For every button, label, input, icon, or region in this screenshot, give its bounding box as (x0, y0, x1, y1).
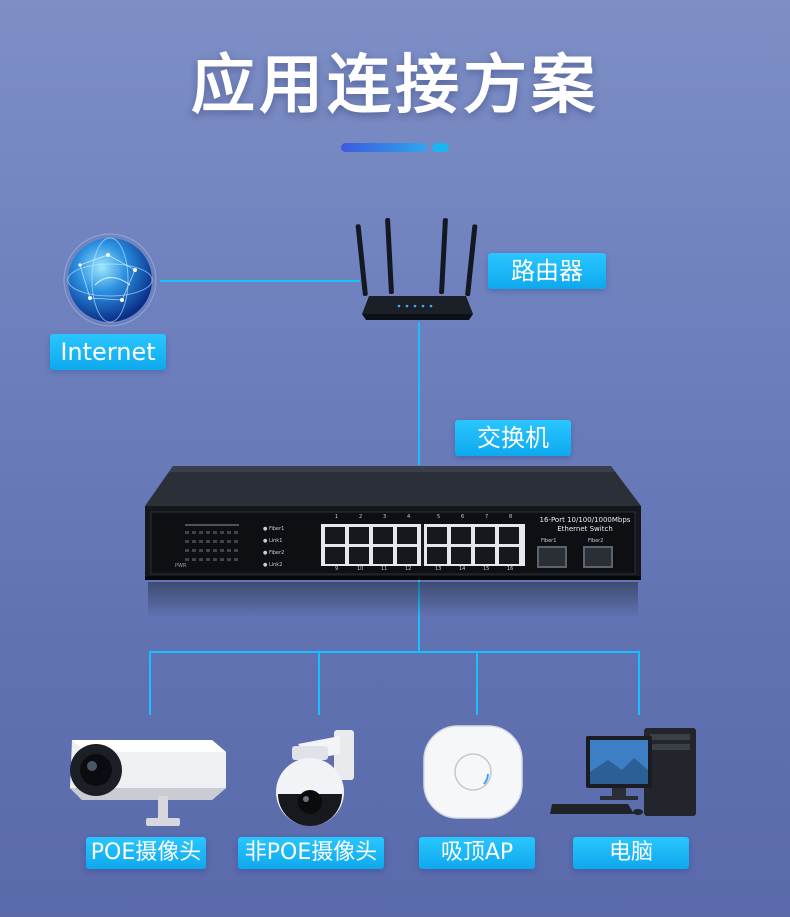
title-underline-bar (341, 143, 427, 152)
sfp-label-fiber2: Fiber2 (588, 538, 604, 544)
led-fiber1: ● Fiber1 (263, 526, 285, 532)
router-icon (355, 218, 478, 320)
ptz-camera-icon (276, 730, 354, 826)
link-drop-poe-camera (149, 651, 151, 715)
link-bus-horizontal (150, 651, 640, 653)
ceiling-ap-icon (423, 725, 523, 819)
router-label: 路由器 (488, 253, 606, 289)
link-router-switch (418, 322, 420, 465)
title-underline-dot (432, 143, 449, 152)
sfp-port-1 (537, 546, 567, 568)
desktop-pc-icon (550, 728, 696, 816)
link-switch-bus (418, 580, 420, 652)
page-title: 应用连接方案 (191, 49, 599, 123)
link-drop-pc (638, 651, 640, 715)
pwr-label: PWR (175, 563, 187, 569)
sfp-port-2 (583, 546, 613, 568)
sfp-label-fiber1: Fiber1 (541, 538, 557, 544)
led-link1: ● Link1 (263, 538, 283, 544)
internet-globe-icon (63, 233, 157, 327)
device-label-poe-camera: POE摄像头 (86, 837, 206, 869)
switch-model-text: 16-Port 10/100/1000Mbps Ethernet Switch (539, 516, 631, 533)
device-label-ap: 吸顶AP (419, 837, 535, 869)
led-fiber2: ● Fiber2 (263, 550, 285, 556)
device-label-pc: 电脑 (573, 837, 689, 869)
link-drop-ap (476, 651, 478, 715)
switch-device: PWR ● Fiber1 ● Link1 ● Fiber2 ● Link2 1 … (145, 466, 641, 582)
switch-reflection (148, 582, 638, 618)
rj45-port-block (321, 524, 525, 566)
link-internet-router (160, 280, 360, 282)
internet-label: Internet (50, 334, 166, 370)
led-link2: ● Link2 (263, 562, 283, 568)
device-label-nonpoe-camera: 非POE摄像头 (238, 837, 384, 869)
link-drop-nonpoe-camera (318, 651, 320, 715)
poe-camera-icon (70, 740, 226, 826)
led-matrix (185, 524, 239, 561)
switch-label: 交换机 (455, 420, 571, 456)
